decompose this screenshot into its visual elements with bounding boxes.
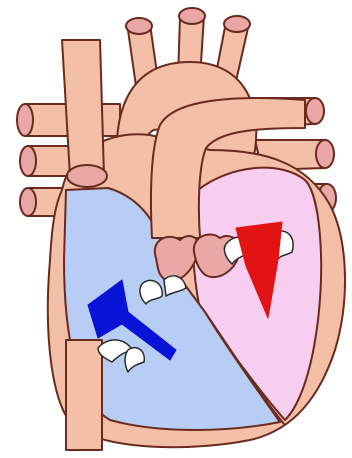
pulmonary-artery-lower-opening — [20, 188, 36, 216]
pulmonary-artery-middle-opening — [20, 146, 36, 176]
inferior-vena-cava — [66, 340, 102, 450]
superior-vena-cava-opening — [67, 165, 107, 187]
pulmonary-artery-upper-opening — [17, 104, 33, 136]
superior-vena-cava — [62, 40, 104, 176]
aortic-branch-middle-opening — [179, 8, 205, 24]
aortic-branch-left-opening — [126, 18, 152, 34]
aortic-branch-right-opening — [224, 16, 250, 32]
pulmonary-vein-upper-opening — [306, 98, 324, 124]
pulmonary-vein-middle-opening — [316, 140, 334, 168]
